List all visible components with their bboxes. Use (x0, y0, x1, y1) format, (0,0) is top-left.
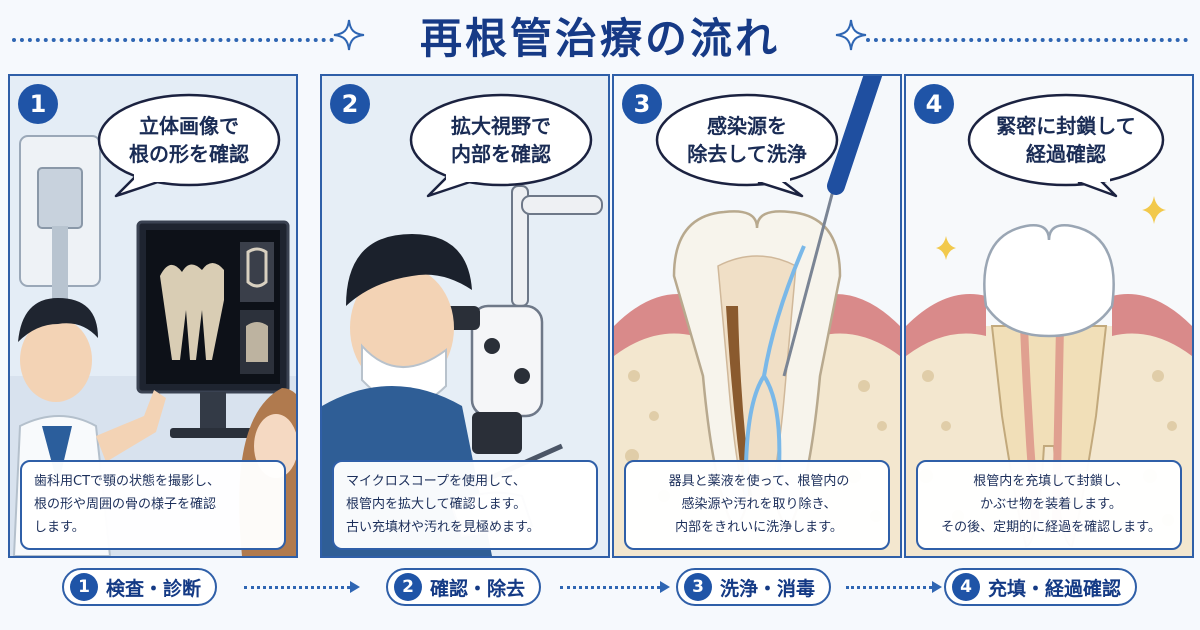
description-line: 内部をきれいに洗浄します。 (675, 520, 843, 535)
step-number-badge: 3 (622, 84, 662, 124)
step-description: マイクロスコープを使用して、 根管内を拡大して確認します。 古い充填材や汚れを見… (332, 460, 598, 550)
description-line: 根の形や周囲の骨の様子を確認 (34, 497, 217, 512)
footer-step-3: 3 洗浄・消毒 (676, 568, 832, 606)
description-line: その後、定期的に経過を確認します。 (941, 520, 1161, 535)
footer-step-label: 充填・経過確認 (988, 577, 1122, 600)
description-line: 感染源や汚れを取り除き、 (681, 497, 837, 512)
description-line: します。 (34, 520, 85, 535)
footer-step-number: 1 (70, 573, 98, 601)
dotted-arrow-icon (846, 581, 942, 593)
dotted-arrow-icon (244, 581, 360, 593)
footer-step-2: 2 確認・除去 (386, 568, 542, 606)
speech-text: 感染源を 除去して洗浄 (687, 114, 807, 166)
step-panel-2: 2 拡大視野で 内部を確認 マイクロスコープを使用して、 根管内を拡大して確認し… (320, 74, 610, 558)
description-line: 器具と薬液を使って、根管内の (668, 474, 850, 489)
footer-step-label: 洗浄・消毒 (720, 577, 816, 600)
header: 再根管治療の流れ (0, 8, 1200, 70)
page-title: 再根管治療の流れ (419, 14, 780, 63)
step-number-badge: 4 (914, 84, 954, 124)
speech-bubble: 感染源を 除去して洗浄 (654, 92, 840, 198)
speech-bubble: 緊密に封鎖して 経過確認 (966, 92, 1166, 198)
description-line: マイクロスコープを使用して、 (346, 474, 526, 489)
footer-step-label: 検査・診断 (106, 577, 202, 600)
sparkle-icon (835, 19, 867, 51)
step-description: 器具と薬液を使って、根管内の 感染源や汚れを取り除き、 内部をきれいに洗浄します… (624, 460, 890, 550)
description-line: かぶせ物を装着します。 (980, 497, 1122, 512)
speech-text: 拡大視野で 内部を確認 (451, 114, 551, 166)
step-panel-4: 4 緊密に封鎖して 経過確認 根管内を充填して封鎖し、 かぶせ物を装着します。 … (904, 74, 1194, 558)
footer-step-number: 3 (684, 573, 712, 601)
header-dotted-line-left (12, 38, 334, 42)
dotted-arrow-icon (560, 581, 670, 593)
step-number-badge: 2 (330, 84, 370, 124)
step-description: 根管内を充填して封鎖し、 かぶせ物を装着します。 その後、定期的に経過を確認しま… (916, 460, 1182, 550)
speech-text: 緊密に封鎖して 経過確認 (996, 114, 1136, 166)
footer-step-label: 確認・除去 (430, 577, 526, 600)
step-description: 歯科用CTで顎の状態を撮影し、 根の形や周囲の骨の様子を確認 します。 (20, 460, 286, 550)
step-panel-3: 3 感染源を 除去して洗浄 器具と薬液を使って、根管内の 感染源や汚れを取り除き… (612, 74, 902, 558)
speech-text: 立体画像で 根の形を確認 (129, 114, 249, 166)
speech-bubble: 拡大視野で 内部を確認 (408, 92, 594, 198)
description-line: 古い充填材や汚れを見極めます。 (346, 520, 540, 535)
header-dotted-line-right (866, 38, 1188, 42)
description-line: 根管内を充填して封鎖し、 (973, 474, 1129, 489)
description-line: 歯科用CTで顎の状態を撮影し、 (34, 474, 221, 489)
footer-step-number: 2 (394, 573, 422, 601)
sparkle-icon (333, 19, 365, 51)
footer-step-number: 4 (952, 573, 980, 601)
footer-flow: 1 検査・診断 2 確認・除去 3 洗浄・消毒 4 充填・経過確認 (0, 564, 1200, 624)
footer-step-4: 4 充填・経過確認 (944, 568, 1138, 606)
description-line: 根管内を拡大して確認します。 (346, 497, 527, 512)
step-panel-1: 1 立体画像で 根の形を確認 歯科用CTで顎の状態を撮影し、 根の形や周囲の骨の… (8, 74, 298, 558)
footer-step-1: 1 検査・診断 (62, 568, 218, 606)
step-number-badge: 1 (18, 84, 58, 124)
speech-bubble: 立体画像で 根の形を確認 (96, 92, 282, 198)
